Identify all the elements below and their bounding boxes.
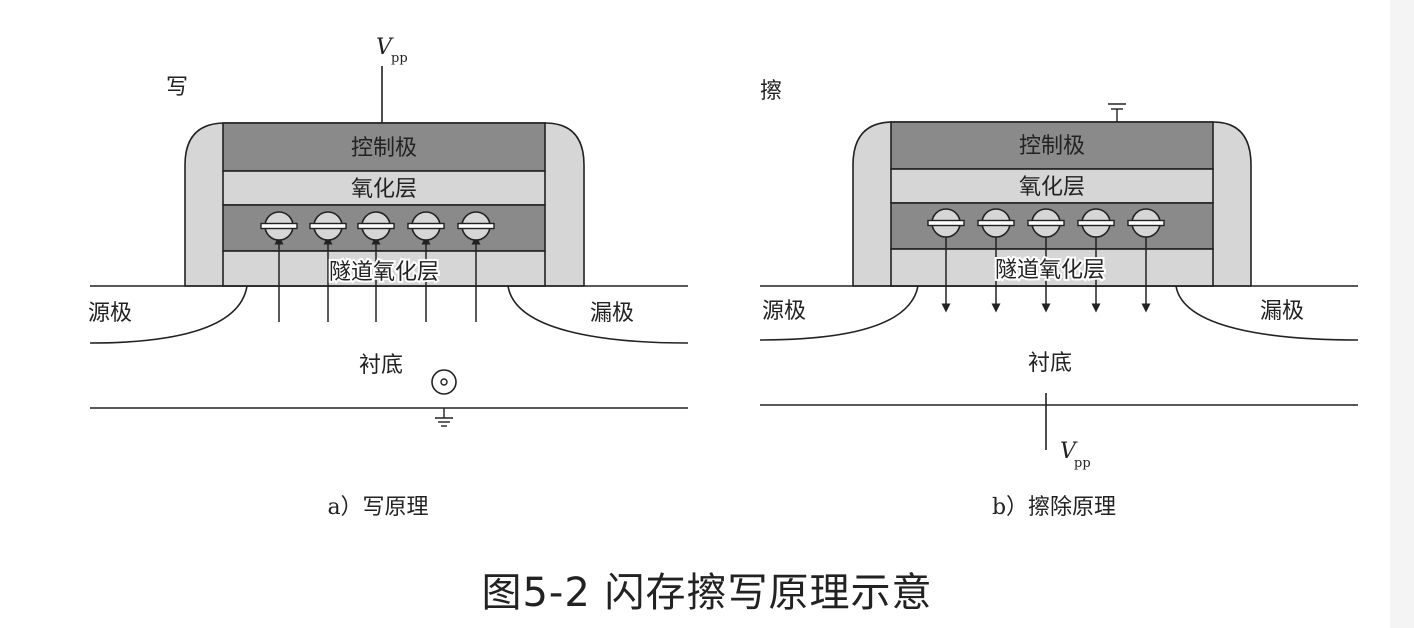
- erase-vpp-subscript: pp: [1074, 456, 1091, 471]
- write-oxide-label: 氧化层: [351, 177, 417, 202]
- write-control-gate-label: 控制极: [351, 136, 417, 161]
- erase-caption: b）擦除原理: [992, 495, 1116, 520]
- panel-write: 写 V pp 控制极 氧化层 隧道氧化层: [88, 35, 689, 520]
- erase-gate-ground-icon: [1108, 103, 1126, 122]
- erase-vpp-symbol: V: [1060, 439, 1078, 464]
- write-drain-label: 漏极: [590, 301, 634, 326]
- write-drain-region: [507, 285, 689, 344]
- write-electron-icon: [260, 211, 298, 241]
- erase-electron-icon: [927, 208, 965, 238]
- erase-substrate-label: 衬底: [1028, 351, 1072, 376]
- erase-electrons: [927, 208, 1165, 313]
- erase-electron-icon: [977, 208, 1015, 238]
- erase-source-region: [759, 285, 919, 341]
- erase-oxide-label: 氧化层: [1019, 175, 1085, 200]
- write-electron-icon: [407, 211, 445, 241]
- write-source-region: [89, 285, 248, 344]
- erase-source-label: 源极: [762, 299, 806, 324]
- write-ground-icon: [435, 408, 453, 427]
- write-substrate-label: 衬底: [359, 353, 403, 378]
- write-vpp-symbol: V: [376, 35, 394, 60]
- write-source-label: 源极: [88, 301, 132, 326]
- scrollbar-track: [1390, 0, 1414, 628]
- write-caption: a）写原理: [327, 495, 428, 520]
- write-tunnel-oxide-label: 隧道氧化层: [329, 260, 439, 285]
- flash-erase-write-diagram: 写 V pp 控制极 氧化层 隧道氧化层: [88, 35, 1359, 520]
- erase-control-gate-label: 控制极: [1019, 134, 1085, 159]
- write-electron-icon: [357, 211, 395, 241]
- write-vpp-subscript: pp: [391, 51, 408, 66]
- write-electrons: [260, 211, 495, 322]
- erase-electron-icon: [1027, 208, 1065, 238]
- erase-tunnel-oxide-label: 隧道氧化层: [995, 258, 1105, 283]
- erase-drain-region: [1175, 285, 1359, 341]
- write-oxide: [222, 170, 546, 206]
- erase-tunnel-oxide: [890, 248, 1214, 287]
- erase-electron-icon: [1127, 208, 1165, 238]
- panel-erase: 擦 控制极 氧化层 隧道氧化层 源极 漏极 衬底: [759, 79, 1359, 520]
- figure-title: 图5-2 闪存擦写原理示意: [481, 570, 933, 616]
- erase-drain-label: 漏极: [1260, 299, 1304, 324]
- write-tunnel-oxide: [222, 250, 546, 287]
- write-electron-icon: [309, 211, 347, 241]
- write-substrate-contact-dot: [440, 378, 448, 386]
- erase-electron-icon: [1077, 208, 1115, 238]
- write-electron-icon: [457, 211, 495, 241]
- write-mode-label: 写: [166, 75, 188, 100]
- erase-control-gate: [890, 121, 1214, 170]
- erase-mode-label: 擦: [760, 79, 782, 104]
